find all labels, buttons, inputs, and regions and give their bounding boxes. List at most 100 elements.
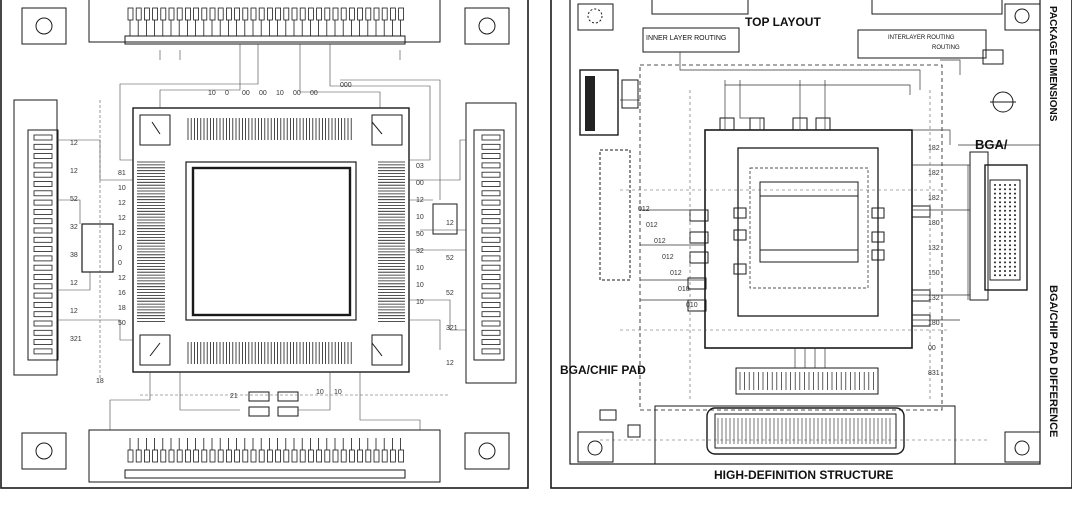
pin-label: 321 bbox=[446, 325, 458, 332]
connector-pin bbox=[481, 181, 501, 187]
connector-pin bbox=[299, 7, 306, 21]
connector-pin bbox=[266, 7, 273, 21]
pin-label: 10 bbox=[416, 299, 424, 306]
pin-label: 00 bbox=[310, 90, 318, 97]
left-connector bbox=[13, 99, 59, 376]
connector-pin bbox=[381, 449, 388, 463]
connector-pin bbox=[33, 208, 53, 215]
connector-pin bbox=[398, 449, 405, 463]
pin-label: 00 bbox=[416, 180, 424, 187]
connector-pin bbox=[168, 7, 175, 21]
pin-label: 10 bbox=[118, 185, 126, 192]
connector-pin bbox=[340, 7, 347, 21]
connector-pin bbox=[357, 7, 364, 21]
connector-pin bbox=[373, 449, 380, 463]
pin-label: 12 bbox=[118, 200, 126, 207]
connector-pin bbox=[389, 449, 396, 463]
pad bbox=[871, 249, 885, 261]
bottom-component bbox=[248, 391, 270, 402]
pad bbox=[871, 231, 885, 243]
bga-block bbox=[969, 151, 1028, 301]
connector-pin bbox=[291, 449, 298, 463]
package-dimensions-label: PACKAGE DIMENSIONS bbox=[1047, 6, 1058, 122]
connector-pin bbox=[209, 7, 216, 21]
connector-pin bbox=[217, 7, 224, 21]
pin-label: 010 bbox=[686, 302, 698, 309]
connector-pin bbox=[209, 449, 216, 463]
interlayer-routing-label-2: ROUTING bbox=[932, 45, 960, 51]
connector-pin bbox=[266, 449, 273, 463]
pin-label: 182 bbox=[928, 145, 940, 152]
connector-pin bbox=[225, 7, 232, 21]
pin-label: 32 bbox=[416, 248, 424, 255]
connector-pin bbox=[225, 449, 232, 463]
connector-pin bbox=[348, 449, 355, 463]
pin-label: 831 bbox=[928, 370, 940, 377]
connector-pin bbox=[160, 449, 167, 463]
pin-label: 00 bbox=[928, 345, 936, 352]
inner-layer-routing-label: INNER LAYER ROUTING bbox=[646, 35, 727, 42]
pad bbox=[749, 117, 765, 131]
mounting-hole-tr bbox=[464, 7, 510, 45]
pad bbox=[871, 207, 885, 219]
connector-pin bbox=[481, 320, 501, 327]
connector-pin bbox=[33, 134, 53, 141]
hd-connector bbox=[706, 407, 905, 455]
pin-label: 12 bbox=[118, 230, 126, 237]
pin-label: 18 bbox=[118, 305, 126, 312]
connector-pin bbox=[135, 449, 142, 463]
connector-pin bbox=[33, 274, 53, 280]
connector-pin bbox=[481, 274, 501, 280]
connector-pin bbox=[481, 311, 501, 318]
connector-pin bbox=[481, 246, 501, 253]
connector-pin bbox=[135, 7, 142, 21]
connector-pin bbox=[481, 227, 501, 234]
connector-pin bbox=[193, 7, 200, 21]
connector-pin bbox=[33, 190, 53, 197]
interlayer-routing-label: INTERLAYER ROUTING bbox=[888, 35, 955, 41]
connector-pin bbox=[332, 7, 339, 21]
connector-pin bbox=[481, 171, 501, 178]
connector-pin bbox=[373, 7, 380, 21]
connector-pin bbox=[127, 7, 134, 21]
connector-pin bbox=[33, 301, 53, 308]
connector-pin bbox=[33, 171, 53, 178]
mounting-hole-bl bbox=[577, 431, 614, 463]
connector-pin bbox=[348, 7, 355, 21]
connector-pin bbox=[481, 283, 501, 290]
connector-pin bbox=[242, 449, 249, 463]
connector-pin bbox=[316, 449, 323, 463]
connector-pin bbox=[143, 7, 150, 21]
connector-pin bbox=[33, 143, 53, 150]
mounting-hole-br bbox=[1004, 431, 1041, 463]
connector-pin bbox=[365, 449, 372, 463]
pin-label: 12 bbox=[416, 197, 424, 204]
connector-pin bbox=[193, 449, 200, 463]
connector-pin bbox=[250, 7, 257, 21]
connector-pin bbox=[307, 449, 314, 463]
connector-pin bbox=[481, 208, 501, 215]
bga-chif-pad-label: BGA/CHIF PAD bbox=[560, 363, 646, 377]
pin-label: 12 bbox=[446, 360, 454, 367]
pin-label: 180 bbox=[928, 220, 940, 227]
connector-pin bbox=[234, 449, 241, 463]
pin-label: 16 bbox=[118, 290, 126, 297]
connector-pin bbox=[365, 7, 372, 21]
connector-pin bbox=[299, 449, 306, 463]
connector-pin bbox=[201, 7, 208, 21]
pin-label: 10 bbox=[416, 265, 424, 272]
pad bbox=[815, 117, 831, 131]
connector-pin bbox=[33, 181, 53, 187]
right-board-outline bbox=[550, 0, 1072, 489]
connector-pin bbox=[481, 348, 501, 355]
pad bbox=[687, 277, 707, 290]
pin-label: 03 bbox=[416, 163, 424, 170]
connector-pin bbox=[184, 449, 191, 463]
right-board bbox=[550, 0, 1072, 489]
pin-label: 52 bbox=[446, 290, 454, 297]
mounting-hole-br bbox=[464, 432, 510, 470]
pin-label: 81 bbox=[118, 170, 126, 177]
connector-pin bbox=[33, 264, 53, 271]
pad bbox=[689, 231, 709, 244]
